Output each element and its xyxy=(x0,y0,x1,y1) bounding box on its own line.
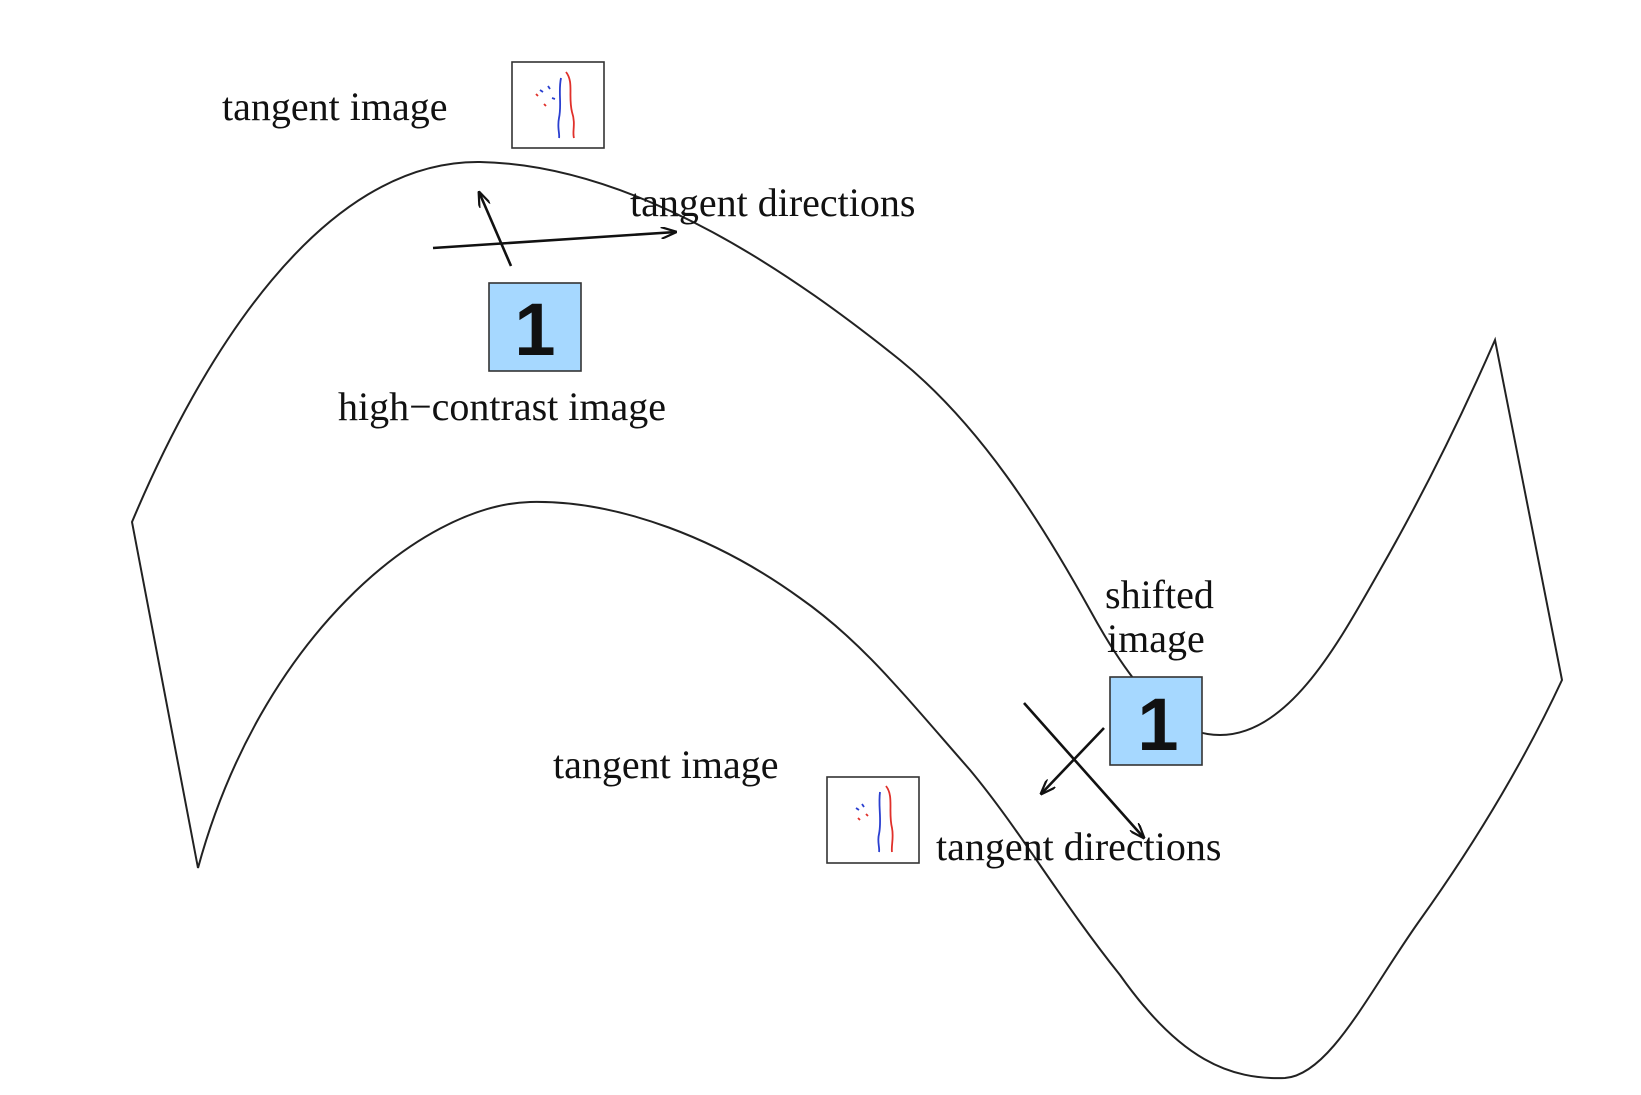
tangent-direction-arrow-vertical xyxy=(479,192,513,267)
tangent-directions-bottom-label: tangent directions xyxy=(936,824,1221,869)
tangent-direction-arrow-diagonal-left xyxy=(1041,727,1105,794)
tangent-image-top xyxy=(511,61,605,149)
tangent-vector-icon xyxy=(535,71,575,139)
shifted-image: 1 xyxy=(1109,676,1203,766)
tangent-image-bottom-label: tangent image xyxy=(553,742,778,787)
high-contrast-image-label: high−contrast image xyxy=(338,384,666,429)
shifted-image-label-line2: image xyxy=(1107,616,1205,661)
tangent-vector-icon xyxy=(855,785,894,853)
tangent-direction-arrow-diagonal-down xyxy=(1023,702,1144,838)
shifted-image-label-line1: shifted xyxy=(1105,572,1214,617)
digit-one-icon: 1 xyxy=(514,288,555,371)
manifold-surface xyxy=(130,160,1564,1080)
tangent-directions-top-label: tangent directions xyxy=(630,180,915,225)
digit-one-icon: 1 xyxy=(1137,683,1178,766)
tangent-image-top-label: tangent image xyxy=(222,84,447,129)
tangent-image-bottom xyxy=(826,776,920,864)
high-contrast-image: 1 xyxy=(488,282,582,372)
tangent-direction-arrow-horizontal xyxy=(432,232,676,250)
